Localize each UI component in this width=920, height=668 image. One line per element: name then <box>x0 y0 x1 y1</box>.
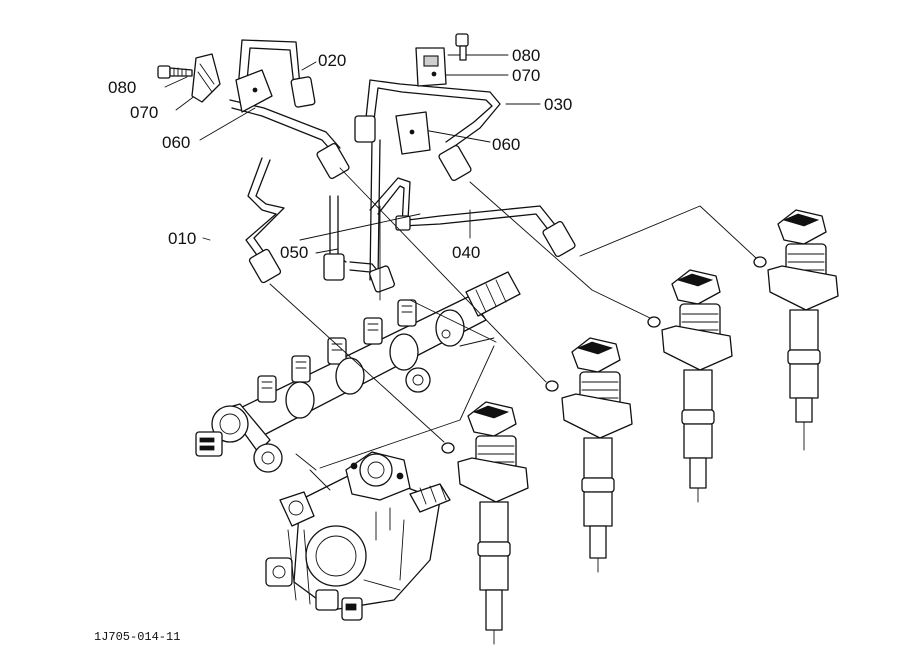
clamp-left <box>191 53 273 113</box>
callout-070-left: 070 <box>130 103 158 122</box>
common-rail-010 <box>195 271 521 473</box>
callout-040: 040 <box>452 243 480 262</box>
callout-060-right: 060 <box>492 135 520 154</box>
pipe-nuts <box>248 76 576 293</box>
callout-030: 030 <box>544 95 572 114</box>
supply-pump <box>265 451 451 621</box>
leader-lines <box>164 54 541 254</box>
callout-080-left: 080 <box>108 78 136 97</box>
bolt-right <box>455 33 469 61</box>
callout-020: 020 <box>318 51 346 70</box>
figure-code: 1J705-014-11 <box>94 630 180 644</box>
injector-1 <box>457 401 529 645</box>
callout-070-right: 070 <box>512 66 540 85</box>
bolt-left <box>157 65 193 79</box>
clamp-right <box>395 47 447 155</box>
injection-pipe-030 <box>365 79 501 149</box>
callout-050: 050 <box>280 243 308 262</box>
injector-3 <box>661 269 733 503</box>
injector-2 <box>561 337 633 573</box>
callout-010: 010 <box>168 229 196 248</box>
callout-060-left: 060 <box>162 133 190 152</box>
injector-4 <box>767 209 839 451</box>
assembly-lines <box>269 167 757 491</box>
o-rings <box>441 256 767 454</box>
callout-080-right: 080 <box>512 46 540 65</box>
